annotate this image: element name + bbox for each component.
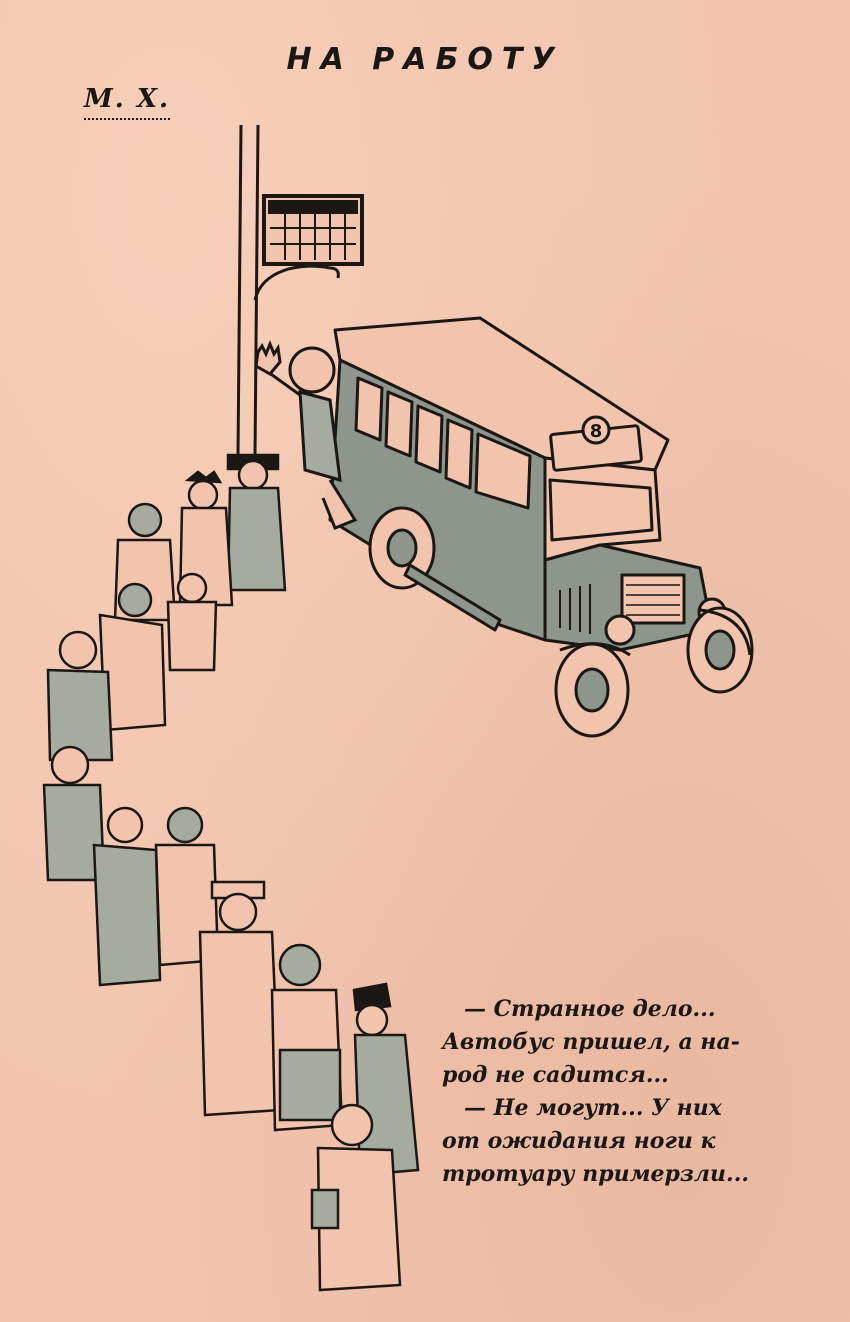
queue-person — [310, 1103, 402, 1292]
bus — [328, 316, 754, 738]
queue-person — [92, 806, 162, 987]
author-signature: М. Х. — [84, 84, 171, 120]
queue-person — [166, 572, 218, 672]
bus-stop-sign — [262, 194, 364, 266]
queue-person — [226, 453, 287, 592]
queue-person — [42, 745, 106, 882]
caption-line: тротуару примерзли... — [442, 1161, 750, 1187]
caption-line: от ожидания ноги к — [442, 1128, 716, 1154]
conductor-figure — [254, 339, 358, 530]
queue-person — [198, 880, 282, 1117]
bus-route-board: 8 — [549, 415, 643, 472]
cartoon-title: НА РАБОТУ — [286, 42, 564, 77]
queue-person — [46, 630, 114, 762]
bus-stop-pole — [236, 124, 340, 456]
queue-person — [352, 982, 420, 1177]
caption-line: Автобус пришел, а на- — [442, 1029, 740, 1055]
bus-route-number: 8 — [590, 421, 603, 442]
caption-line: род не садится... — [442, 1062, 669, 1088]
queue-person — [270, 943, 344, 1132]
caption-line: — Странное дело... — [464, 996, 716, 1022]
caption-line: — Не могут... У них — [464, 1095, 722, 1121]
cartoon-caption: — Странное дело... Автобус пришел, а на-… — [442, 993, 814, 1191]
waiting-queue — [42, 453, 420, 1292]
